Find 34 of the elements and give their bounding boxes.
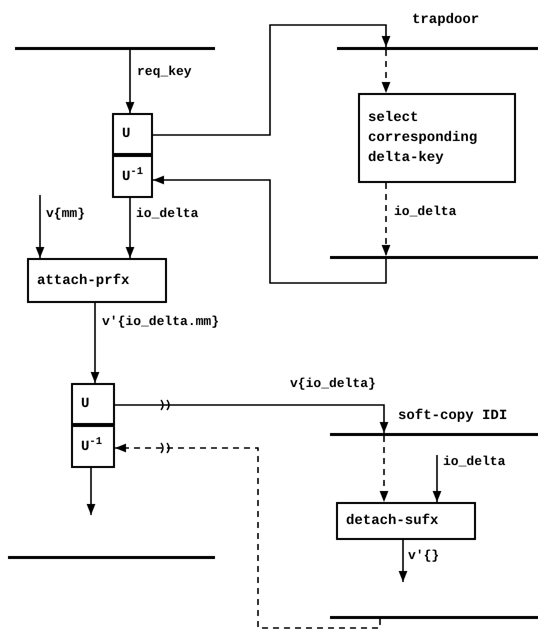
boundary-line (330, 256, 538, 259)
process-box: U$^{-1}$ (71, 425, 115, 468)
edge-label: v{io_delta} (290, 376, 376, 392)
boundary-line (330, 616, 538, 619)
edge-label: req_key (137, 64, 192, 80)
boundary-line (8, 556, 215, 559)
band-label: soft-copy IDI (398, 407, 508, 426)
operator-box: U (112, 113, 153, 155)
boundary-line (337, 47, 538, 50)
arrow (153, 176, 387, 284)
arrow (126, 50, 134, 113)
process-box: U$^{-1}$ (112, 155, 153, 198)
boundary-line (330, 433, 538, 436)
arrow (115, 404, 388, 433)
arrow (36, 195, 44, 258)
arrow (432, 455, 442, 502)
process-box: attach-prfx (27, 258, 167, 303)
band-label: trapdoor (412, 11, 480, 30)
arrow (382, 183, 390, 256)
process-box: select corresponding delta-key (358, 93, 516, 183)
arrow (382, 50, 390, 93)
arrow (153, 24, 390, 136)
boundary-line (15, 47, 215, 50)
arrow (398, 540, 408, 582)
arrow (126, 198, 134, 258)
edge-label: v'{io_delta.mm} (102, 314, 220, 330)
arrow (90, 303, 100, 383)
operator-box: U (71, 383, 115, 425)
arrow (115, 444, 381, 629)
edge-label: v{mm} (46, 206, 86, 222)
process-box: detach-sufx (336, 502, 476, 540)
arrow (380, 436, 388, 502)
arrow (86, 468, 96, 515)
edge-label: v'{} (408, 548, 440, 564)
